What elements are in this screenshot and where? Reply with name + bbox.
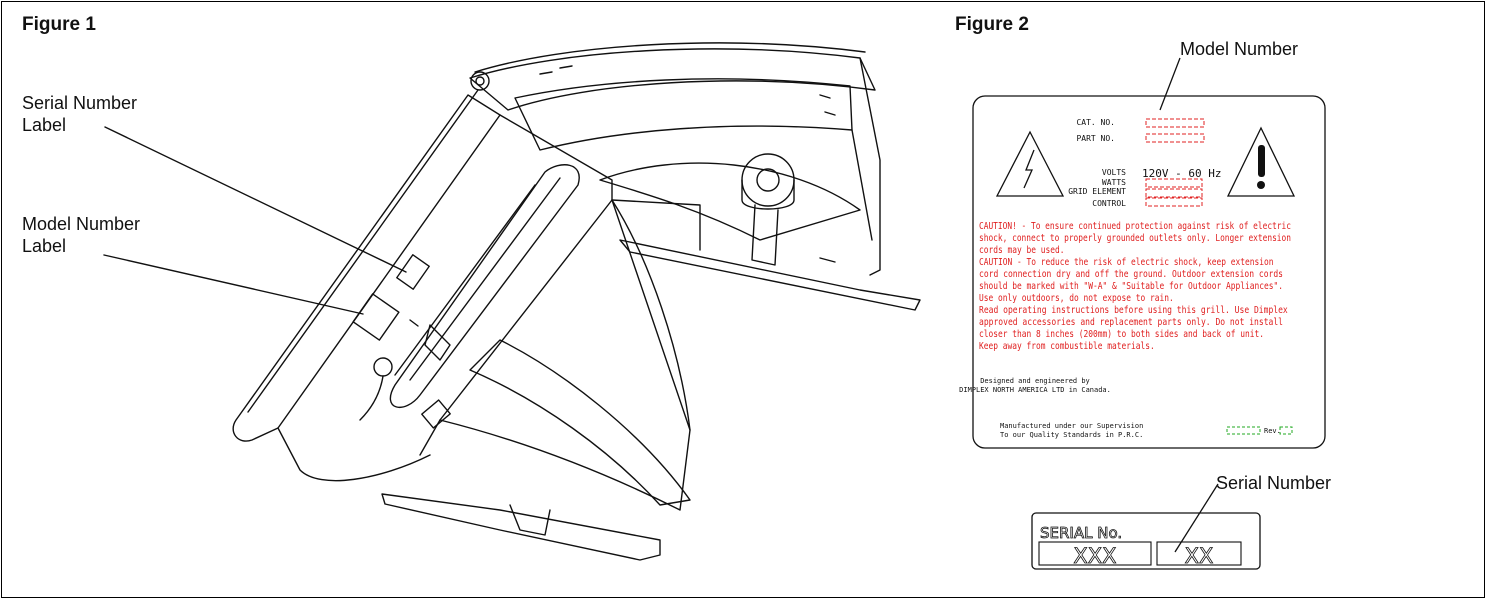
caution-line: Read operating instructions before using… — [979, 305, 1288, 316]
manufactured-line2: To our Quality Standards in P.R.C. — [1000, 431, 1143, 439]
model-number-callout: Model Number — [1180, 39, 1299, 59]
part-no-label: PART NO. — [1076, 134, 1115, 143]
rating-plate-outline — [972, 95, 1326, 449]
serial-callout-line1: Serial Number — [22, 93, 138, 113]
lid-top-edge — [474, 42, 866, 73]
serial-number-label-callout: Serial Number Label — [22, 92, 137, 136]
manufactured-line1: Manufactured under our Supervision — [1000, 422, 1143, 430]
heating-element-loop — [389, 164, 580, 408]
caution-line: should be marked with "W-A" & "Suitable … — [979, 281, 1283, 292]
electric-hazard-icon — [995, 130, 1065, 197]
serial-callout-line2: Label — [22, 115, 67, 135]
lid-top-arc — [469, 48, 876, 111]
lid-inner-panel — [514, 78, 853, 151]
model-leader-line — [1159, 57, 1181, 111]
right-stand-foot — [619, 239, 921, 311]
serial-number-label-on-unit — [396, 254, 430, 290]
exclamation-mark-icon — [1258, 145, 1265, 177]
left-rail — [232, 94, 501, 442]
caution-line: Use only outdoors, do not expose to rain… — [979, 293, 1174, 304]
model-leader-line — [103, 254, 364, 315]
control-label: CONTROL — [1092, 199, 1126, 208]
lid-right-edge — [859, 57, 881, 276]
caution-line: cord connection dry and off the ground. … — [979, 269, 1283, 280]
body-bottom-left — [277, 427, 431, 482]
switch-tab — [421, 399, 451, 429]
serial-field-box-1 — [1038, 541, 1152, 566]
volts-value: 120V - 60 Hz — [1142, 167, 1221, 180]
plug-bracket — [424, 324, 451, 361]
figure1-title: Figure 1 — [22, 14, 96, 35]
serial-leader-line — [104, 126, 407, 273]
rev-label: Rev. — [1264, 427, 1281, 435]
caution-line: closer than 8 inches (200mm) to both sid… — [979, 329, 1264, 340]
caution-line: shock, connect to properly grounded outl… — [979, 233, 1291, 244]
lower-body-panel — [469, 339, 691, 506]
model-number-field-boxes — [1145, 118, 1205, 207]
caution-line: CAUTION! - To ensure continued protectio… — [979, 221, 1291, 232]
designed-line1: Designed and engineered by — [980, 377, 1090, 385]
rev-field-boxes — [1226, 426, 1293, 435]
cat-no-label: CAT. NO. — [1076, 118, 1115, 127]
caution-line: cords may be used. — [979, 245, 1065, 256]
serial-plate-outline — [1031, 512, 1261, 570]
caution-line: Keep away from combustible materials. — [979, 341, 1155, 352]
control-panel — [599, 162, 861, 241]
caution-triangle-icon — [1226, 126, 1296, 197]
volts-label: VOLTS — [1102, 168, 1126, 177]
grid-element-label: GRID ELEMENT — [1068, 187, 1126, 196]
bottom-stand-foot — [381, 493, 661, 561]
drip-tray — [439, 199, 691, 511]
model-callout-line1: Model Number — [22, 214, 141, 234]
serial-plate-title: SERIAL No. — [1040, 524, 1122, 542]
caution-line: CAUTION - To reduce the risk of electric… — [979, 257, 1274, 268]
caution-text-block: CAUTION! - To ensure continued protectio… — [979, 221, 1291, 352]
model-number-label-on-unit — [352, 293, 400, 341]
model-callout-line2: Label — [22, 236, 67, 256]
serial-number-callout: Serial Number — [1216, 473, 1332, 493]
serial-field-1-value: XXX — [1073, 544, 1116, 568]
serial-leader-line — [1174, 483, 1219, 553]
figure2-title: Figure 2 — [955, 14, 1029, 35]
watts-label: WATTS — [1102, 178, 1126, 187]
lid-hinge-pin — [470, 71, 490, 91]
serial-field-box-2 — [1156, 541, 1242, 566]
lightning-bolt-icon — [1023, 149, 1035, 189]
designed-line2: DIMPLEX NORTH AMERICA LTD in Canada. — [959, 386, 1111, 394]
serial-field-2-value: XX — [1185, 544, 1214, 568]
caution-line: approved accessories and replacement par… — [979, 317, 1283, 328]
model-number-label-callout: Model Number Label — [22, 213, 140, 257]
